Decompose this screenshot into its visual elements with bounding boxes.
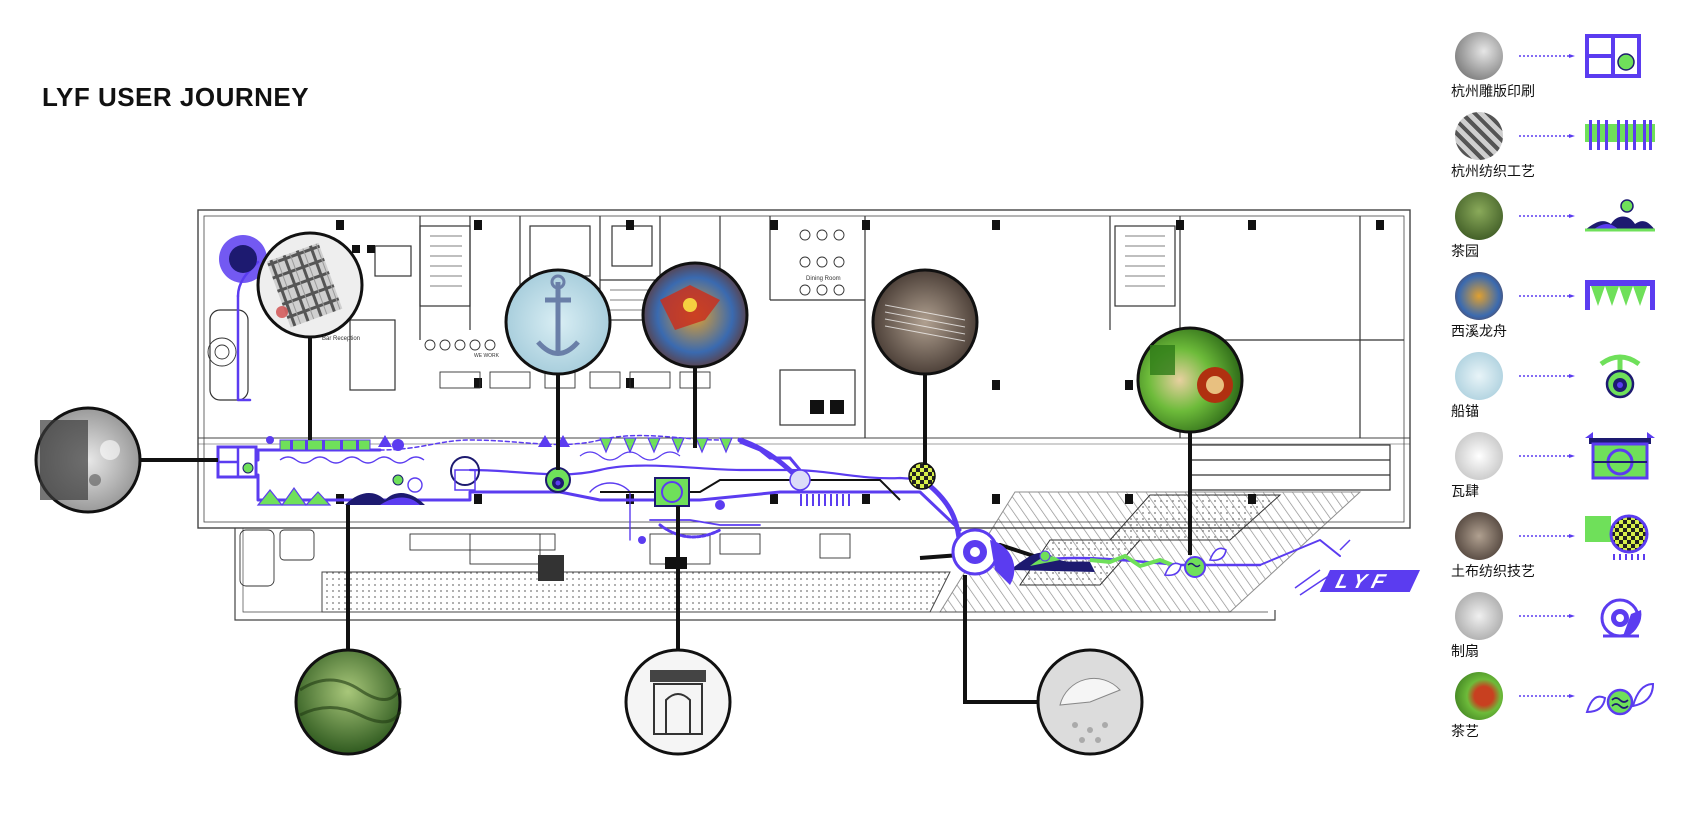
legend-item-dragon-boat: 西溪龙舟 xyxy=(1451,272,1695,352)
legend-item-tea-art: 茶艺 xyxy=(1451,672,1695,752)
homespun-weaving-icon xyxy=(1585,514,1649,560)
stairs xyxy=(430,235,1165,311)
photo-textile xyxy=(256,231,364,339)
dragon-boat-icon xyxy=(1585,280,1655,310)
legend-photo xyxy=(1455,32,1503,80)
tea-garden-icon xyxy=(1585,199,1655,232)
legend-item-tea-garden: 茶园 xyxy=(1451,192,1695,272)
photo-washi-pavilion xyxy=(624,648,732,756)
callout-lines xyxy=(140,335,1192,704)
anchor-icon xyxy=(1599,354,1641,399)
legend-label: 西溪龙舟 xyxy=(1451,324,1507,340)
legend-photo xyxy=(1455,272,1503,320)
purple-wave xyxy=(279,456,425,464)
legend-label: 土布纺织技艺 xyxy=(1451,564,1535,580)
dotted-arrow-icon xyxy=(1519,54,1575,58)
textile-craft-icon xyxy=(1585,120,1655,150)
reception-label: Bar Reception xyxy=(322,336,360,342)
legend-item-woodblock-print: 杭州雕版印刷 xyxy=(1451,32,1695,112)
photo-anchor xyxy=(504,268,612,376)
black-path xyxy=(600,479,901,501)
landscape-strip xyxy=(321,571,951,613)
legend-label: 杭州雕版印刷 xyxy=(1451,84,1535,100)
legend-label: 杭州纺织工艺 xyxy=(1451,164,1535,180)
we-work-label: WE WORK xyxy=(474,353,500,359)
lyf-logo-text: LYF xyxy=(1331,571,1395,593)
legend-item-washi-pavilion: 瓦肆 xyxy=(1451,432,1695,512)
legend-photo xyxy=(1455,592,1503,640)
washi-pavilion-icon xyxy=(1585,432,1655,480)
logo-lines xyxy=(1294,539,1351,596)
building-outline xyxy=(197,209,1411,621)
legend-label: 瓦肆 xyxy=(1451,484,1479,500)
purple-zigzag xyxy=(739,440,802,471)
furniture xyxy=(207,229,851,587)
legend-photo xyxy=(1455,512,1503,560)
photo-tea-art xyxy=(1136,326,1244,434)
dining-room-label: Dining Room xyxy=(806,276,841,282)
legend-photo xyxy=(1455,672,1503,720)
photo-loom xyxy=(871,268,979,376)
legend-photo xyxy=(1455,432,1503,480)
dotted-arrow-icon xyxy=(1519,534,1575,538)
dotted-arrow-icon xyxy=(1519,374,1575,378)
photo-dragon-boat xyxy=(641,261,749,369)
dotted-arrow-icon xyxy=(1519,694,1575,698)
legend-label: 茶艺 xyxy=(1451,724,1479,740)
dotted-arrow-icon xyxy=(1519,294,1575,298)
terrace-dots xyxy=(1108,494,1282,541)
legend-item-fan-making: 制扇 xyxy=(1451,592,1695,672)
legend-photo xyxy=(1455,192,1503,240)
legend-label: 船锚 xyxy=(1451,404,1479,420)
tea-art-icon xyxy=(1585,682,1655,716)
dotted-arrow-icon xyxy=(1519,614,1575,618)
legend-item-anchor: 船锚 xyxy=(1451,352,1695,432)
legend-label: 制扇 xyxy=(1451,644,1479,660)
legend-item-textile-craft: 杭州纺织工艺 xyxy=(1451,112,1695,192)
photo-woodblock xyxy=(34,406,142,514)
dotted-arrow-icon xyxy=(1519,214,1575,218)
green-motifs xyxy=(216,235,1227,585)
fan-making-icon xyxy=(1600,598,1642,638)
furniture-solid xyxy=(352,245,844,581)
page-title: LYF USER JOURNEY xyxy=(42,82,310,112)
legend-photo xyxy=(1455,352,1503,400)
legend-photo xyxy=(1455,112,1503,160)
photo-tea-garden xyxy=(294,648,402,756)
lyf-logo: LYF xyxy=(1319,570,1420,593)
photo-fan-making xyxy=(1036,648,1144,756)
dotted-arrow-icon xyxy=(1519,134,1575,138)
woodblock-print-icon xyxy=(1585,34,1641,78)
legend-item-homespun-weaving: 土布纺织技艺 xyxy=(1451,512,1695,592)
dotted-arrow-icon xyxy=(1519,454,1575,458)
legend-label: 茶园 xyxy=(1451,244,1479,260)
